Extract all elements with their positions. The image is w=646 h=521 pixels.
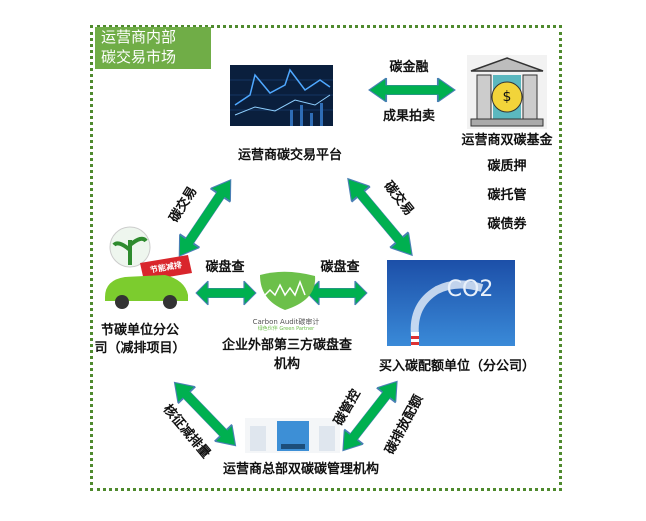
hq-label: 运营商总部双碳碳管理机构: [222, 462, 380, 477]
market-frame: [90, 25, 562, 491]
tag-line2: 碳交易市场: [101, 48, 177, 66]
fund-item: 碳质押: [487, 159, 527, 174]
eco-car-image: [105, 226, 192, 309]
arrow-audit-left: [195, 280, 257, 306]
arrow-finance: [368, 77, 456, 103]
market-tag: 运营商内部 碳交易市场: [95, 27, 211, 69]
buyer-label: 买入碳配额单位（分公司）: [378, 359, 536, 374]
co2-chimney-image: [387, 260, 515, 346]
auction-label: 成果拍卖: [382, 109, 436, 124]
audit-left-label: 碳盘查: [205, 260, 245, 275]
audit-logo-subtext: 绿色伙伴 Green Partner: [257, 326, 315, 332]
saver-label-line1: 节碳单位分公: [100, 323, 180, 338]
fund-item: 碳债券: [487, 217, 527, 232]
auditor-label-line1: 企业外部第三方碳盘查: [221, 338, 353, 353]
co2-text: CO2: [446, 277, 494, 302]
finance-label: 碳金融: [389, 60, 429, 75]
tag-line1: 运营商内部: [101, 28, 177, 46]
audit-right-label: 碳盘查: [320, 260, 360, 275]
saver-label-line2: 司（减排项目）: [94, 341, 186, 356]
coin-symbol: $: [502, 89, 512, 105]
fund-label: 运营商双碳基金: [461, 133, 553, 148]
audit-logo-text: Carbon Audit碳审计: [252, 318, 320, 326]
trading-chart-image: [230, 65, 333, 126]
hq-building-image: [245, 418, 340, 453]
bank-coin-icon: [467, 55, 547, 129]
auditor-label-line2: 机构: [273, 357, 301, 372]
arrow-trade-right: [337, 170, 423, 264]
platform-label: 运营商碳交易平台: [237, 148, 343, 163]
fund-item: 碳托管: [487, 188, 527, 203]
carbon-audit-logo: [260, 271, 316, 310]
